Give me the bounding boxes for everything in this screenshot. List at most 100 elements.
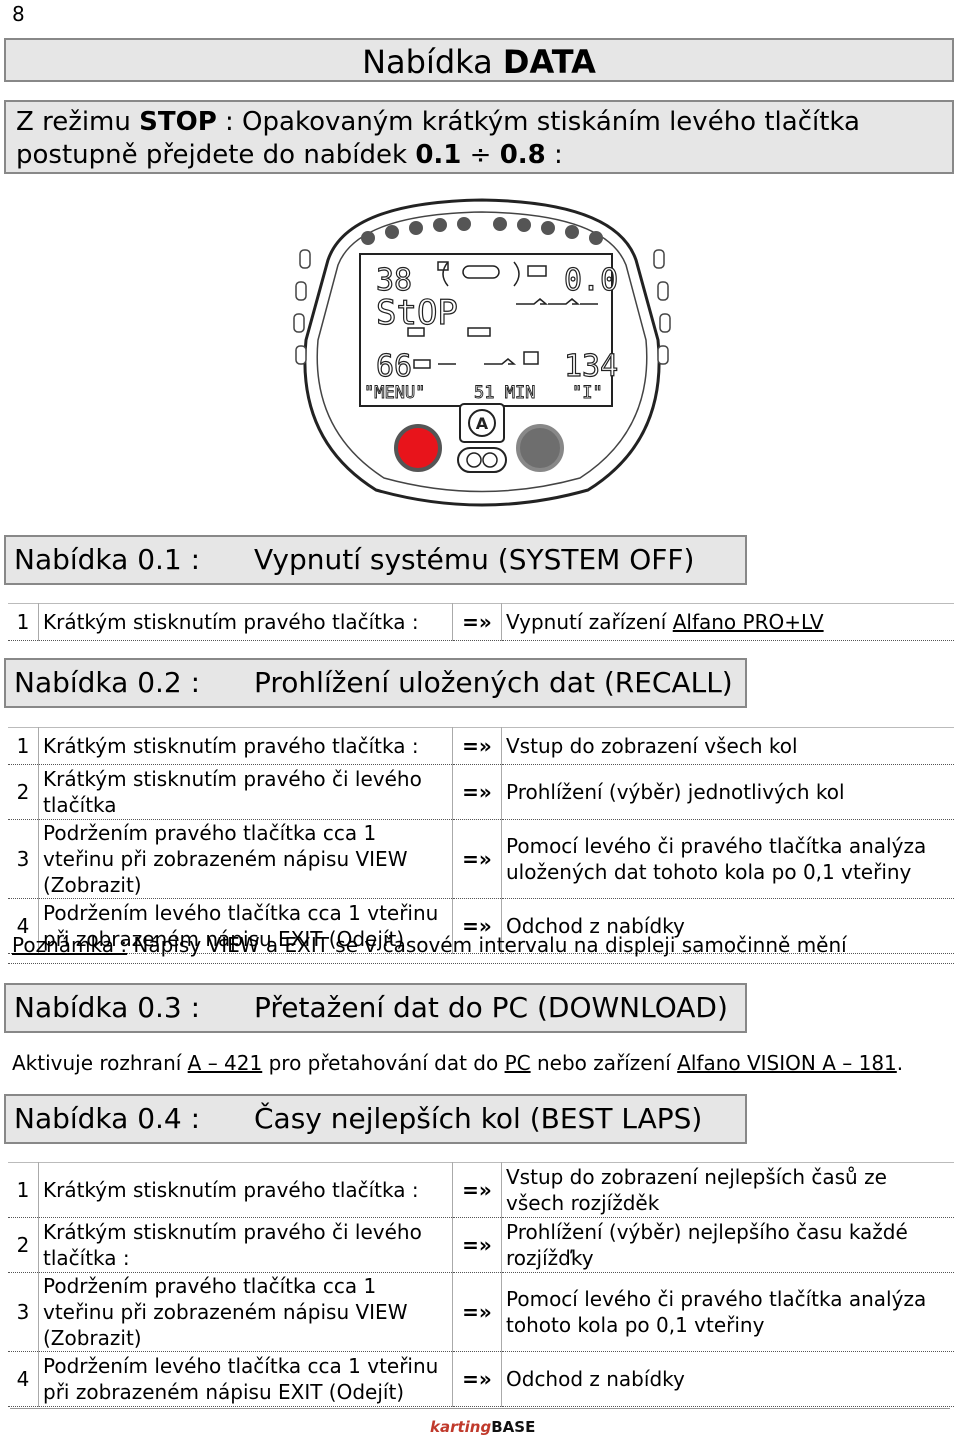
table-row: 2 Krátkým stisknutím pravého či levého t… xyxy=(8,764,954,820)
arrow-icon: =» xyxy=(452,1351,502,1407)
section-0-3-text: Aktivuje rozhraní A – 421 pro přetahován… xyxy=(12,1051,903,1075)
row-result: Pomocí levého či pravého tlačítka analýz… xyxy=(501,1272,954,1352)
row-result: Pomocí levého či pravého tlačítka analýz… xyxy=(501,819,954,899)
footer-logo: kartingBASE xyxy=(430,1418,535,1436)
gray-button-icon xyxy=(516,424,564,472)
row-action: Podržením levého tlačítka cca 1 vteřinu … xyxy=(38,898,453,954)
row-action: Podržením pravého tlačítka cca 1 vteřinu… xyxy=(38,1272,453,1352)
display-top-left: 38 xyxy=(376,263,412,298)
device-name: Alfano VISION A – 181 xyxy=(677,1051,897,1075)
intro-stop: STOP xyxy=(139,107,217,137)
row-action: Krátkým stisknutím pravého tlačítka : xyxy=(38,1162,453,1218)
row-result: Odchod z nabídky xyxy=(501,1351,954,1407)
section-0-4-table: 1 Krátkým stisknutím pravého tlačítka : … xyxy=(8,1162,954,1407)
text-part: nebo zařízení xyxy=(530,1051,678,1075)
row-result: Prohlížení (výběr) jednotlivých kol xyxy=(501,764,954,820)
arrow-icon: =» xyxy=(452,819,502,899)
section-0-1-table: 1 Krátkým stisknutím pravého tlačítka : … xyxy=(8,603,954,641)
intro-text: Z režimu STOP : Opakovaným krátkým stisk… xyxy=(4,100,954,174)
note-label: Poznámka : xyxy=(12,933,128,957)
note: Poznámka : Nápisy VIEW a EXIT se v časov… xyxy=(12,933,847,957)
row-action: Krátkým stisknutím pravého tlačítka : xyxy=(38,603,453,641)
page-number: 8 xyxy=(12,2,25,26)
row-result: Vstup do zobrazení všech kol xyxy=(501,727,954,765)
pc-label: PC xyxy=(504,1051,531,1075)
device-illustration: 38 0.0 StOP 66 134 "MENU" 51 MIN "I" A xyxy=(293,198,671,507)
row-number: 1 xyxy=(8,727,39,765)
display-top-right: 0.0 xyxy=(564,263,618,298)
display-stop: StOP xyxy=(376,293,458,333)
intro-sep: ÷ xyxy=(461,140,500,170)
row-number: 3 xyxy=(8,1272,39,1352)
row-number: 2 xyxy=(8,764,39,820)
section-0-2-table: 1 Krátkým stisknutím pravého tlačítka : … xyxy=(8,727,954,954)
red-button-icon xyxy=(394,424,442,472)
table-row: 1 Krátkým stisknutím pravého tlačítka : … xyxy=(8,603,954,641)
intro-menu-start: 0.1 xyxy=(415,140,462,170)
table-row: 2 Krátkým stisknutím pravého či levého t… xyxy=(8,1217,954,1273)
interface-name: A – 421 xyxy=(187,1051,263,1075)
row-action: Krátkým stisknutím pravého či levého tla… xyxy=(38,1217,453,1273)
arrow-icon: =» xyxy=(452,1162,502,1218)
device-logo-icon: A xyxy=(476,414,489,433)
row-number: 4 xyxy=(8,1351,39,1407)
section-number: Nabídka 0.3 : xyxy=(14,991,201,1024)
result-product: Alfano PRO+LV xyxy=(672,610,824,634)
row-action: Krátkým stisknutím pravého či levého tla… xyxy=(38,764,453,820)
row-result: Odchod z nabídky xyxy=(501,898,954,954)
result-text: Vypnutí zařízení xyxy=(506,610,673,634)
section-name: Prohlížení uložených dat (RECALL) xyxy=(254,666,733,699)
section-0-3-header: Nabídka 0.3 : Přetažení dat do PC (DOWNL… xyxy=(4,983,747,1033)
footer-divider xyxy=(10,1408,950,1409)
page-title: Nabídka DATA xyxy=(4,38,954,82)
arrow-icon: =» xyxy=(452,1217,502,1273)
row-number: 1 xyxy=(8,603,39,641)
row-result: Prohlížení (výběr) nejlepšího času každé… xyxy=(501,1217,954,1273)
section-name: Vypnutí systému (SYSTEM OFF) xyxy=(254,543,695,576)
footer-brand-a: karting xyxy=(430,1418,492,1436)
row-number: 1 xyxy=(8,1162,39,1218)
display-bottom-right: 134 xyxy=(564,349,618,384)
section-number: Nabídka 0.2 : xyxy=(14,666,201,699)
row-number: 4 xyxy=(8,898,39,954)
intro-menu-end: 0.8 xyxy=(499,140,546,170)
display-min: 51 MIN xyxy=(474,383,535,403)
row-action: Podržením levého tlačítka cca 1 vteřinu … xyxy=(38,1351,453,1407)
section-name: Časy nejlepších kol (BEST LAPS) xyxy=(254,1102,703,1135)
display-bottom-left: 66 xyxy=(376,349,412,384)
intro-t1: Z režimu xyxy=(16,107,140,137)
table-row: 1 Krátkým stisknutím pravého tlačítka : … xyxy=(8,1162,954,1218)
table-row: 4 Podržením levého tlačítka cca 1 vteřin… xyxy=(8,1351,954,1407)
table-row: 1 Krátkým stisknutím pravého tlačítka : … xyxy=(8,727,954,765)
arrow-icon: =» xyxy=(452,603,502,641)
intro-t2: : Opakovaným krátkým stiskáním levého tl… xyxy=(16,107,860,170)
row-result: Vypnutí zařízení Alfano PRO+LV xyxy=(501,603,954,641)
text-part: Aktivuje rozhraní xyxy=(12,1051,188,1075)
display-i: "I" xyxy=(572,383,603,403)
row-action: Podržením pravého tlačítka cca 1 vteřinu… xyxy=(38,819,453,899)
table-row: 3 Podržením pravého tlačítka cca 1 vteři… xyxy=(8,1272,954,1352)
arrow-icon: =» xyxy=(452,898,502,954)
display-menu: "MENU" xyxy=(364,383,425,403)
section-0-1-header: Nabídka 0.1 : Vypnutí systému (SYSTEM OF… xyxy=(4,535,747,585)
table-row: 3 Podržením pravého tlačítka cca 1 vteři… xyxy=(8,819,954,899)
arrow-icon: =» xyxy=(452,1272,502,1352)
page-title-bold: DATA xyxy=(502,43,596,81)
intro-t3: : xyxy=(545,140,563,170)
row-action: Krátkým stisknutím pravého tlačítka : xyxy=(38,727,453,765)
footer-brand-b: BASE xyxy=(491,1418,536,1436)
section-0-4-header: Nabídka 0.4 : Časy nejlepších kol (BEST … xyxy=(4,1094,747,1144)
table-row: 4 Podržením levého tlačítka cca 1 vteřin… xyxy=(8,898,954,954)
section-number: Nabídka 0.4 : xyxy=(14,1102,201,1135)
page-title-prefix: Nabídka xyxy=(362,43,503,81)
row-result: Vstup do zobrazení nejlepších časů ze vš… xyxy=(501,1162,954,1218)
text-part: . xyxy=(896,1051,904,1075)
arrow-icon: =» xyxy=(452,764,502,820)
section-number: Nabídka 0.1 : xyxy=(14,543,201,576)
arrow-icon: =» xyxy=(452,727,502,765)
row-number: 3 xyxy=(8,819,39,899)
section-name: Přetažení dat do PC (DOWNLOAD) xyxy=(254,991,728,1024)
section-0-2-header: Nabídka 0.2 : Prohlížení uložených dat (… xyxy=(4,658,747,708)
note-text: Nápisy VIEW a EXIT se v časovém interval… xyxy=(127,933,847,957)
row-number: 2 xyxy=(8,1217,39,1273)
